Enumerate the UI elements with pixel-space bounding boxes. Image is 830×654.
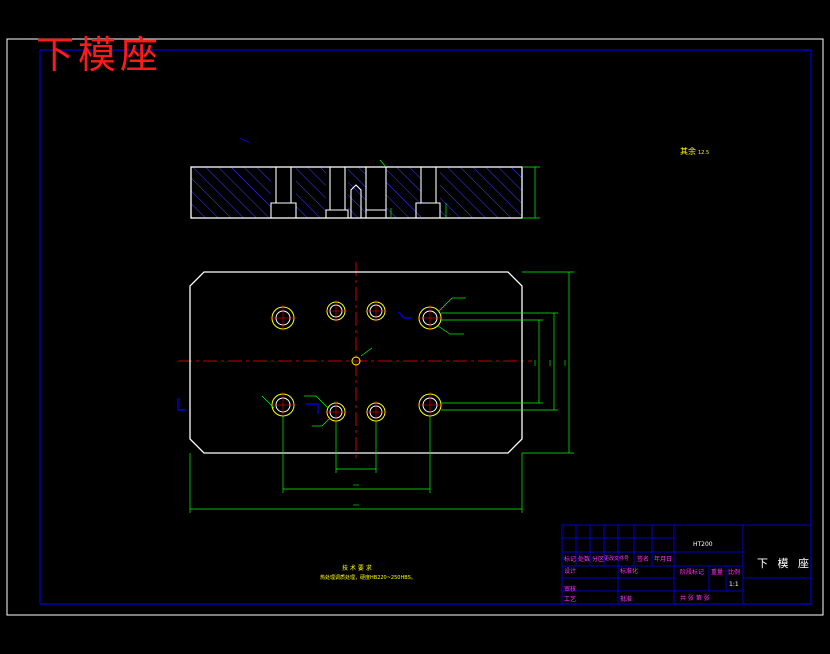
tb-label-change: 更改文件号 — [604, 556, 630, 562]
section-view — [190, 137, 540, 219]
roughness-value: 12.5 — [698, 150, 710, 156]
inner-frame — [39, 49, 812, 605]
tb-label-zone: 分区 — [592, 556, 605, 563]
tech-requirements-text: 热处理调质处理，硬度HB220~250HBS。 — [320, 575, 416, 581]
tb-stage-mark: 阶段标记 — [680, 569, 705, 576]
outer-frame — [6, 38, 824, 616]
tb-label-sign: 签名 — [637, 556, 650, 563]
plan-view — [177, 262, 574, 513]
tb-label-date: 年月日 — [654, 556, 673, 563]
tb-scale-value: 1:1 — [729, 581, 739, 588]
tech-requirements-title: 技 术 要 求 — [342, 565, 372, 572]
tb-standardize: 标准化 — [620, 568, 639, 575]
tb-label-mark: 标记 — [564, 556, 577, 563]
drawing-title-large: 下模座 — [36, 33, 163, 77]
hole-group — [271, 301, 442, 422]
part-name: 下 模 座 — [757, 557, 812, 570]
tb-approve2: 批准 — [620, 596, 633, 603]
tb-design: 设计 — [564, 568, 577, 575]
tb-weight: 重量 — [711, 569, 724, 576]
material-value: HT200 — [693, 541, 713, 548]
tb-process: 工艺 — [564, 596, 577, 603]
tb-sheet-info: 共 张 第 张 — [680, 595, 710, 602]
tb-approve: 审核 — [564, 586, 577, 593]
remaining-roughness-label: 其余 — [680, 147, 696, 156]
tb-scale: 比例 — [728, 569, 741, 576]
tb-label-count: 处数 — [578, 556, 591, 563]
title-block-grid — [561, 524, 812, 605]
